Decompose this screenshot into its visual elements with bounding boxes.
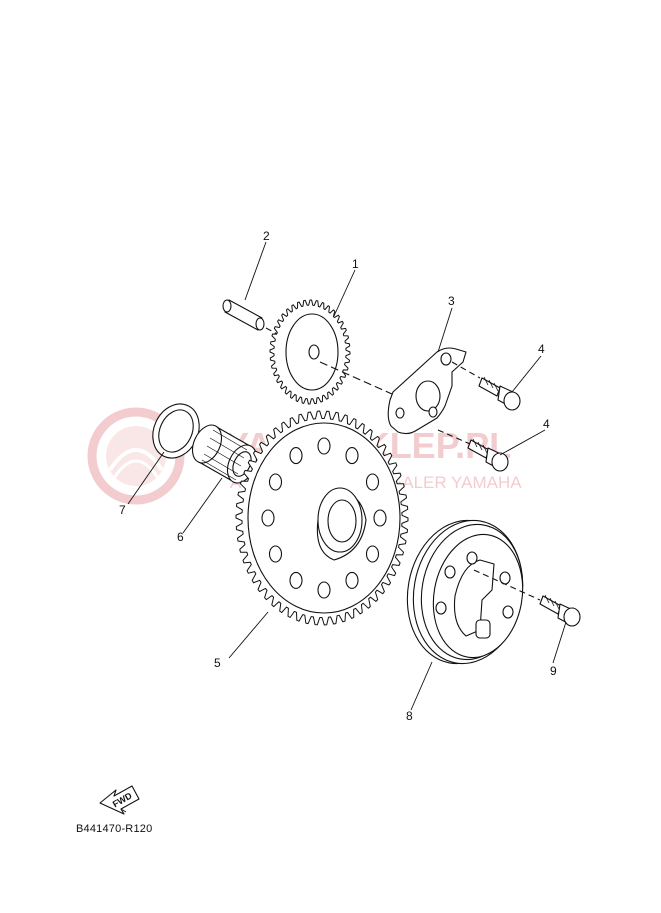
- part-2-pin: [222, 299, 282, 337]
- part-1-idler-gear: [269, 299, 393, 405]
- part-6-needle-bearing: [191, 424, 258, 484]
- gear-hole: [268, 473, 283, 491]
- gear-hole: [345, 447, 359, 465]
- gear-hole: [289, 571, 303, 589]
- diagram-code: B441470-R120: [76, 823, 153, 835]
- gear-hole: [365, 545, 380, 563]
- callout-4-lower: 4: [543, 417, 550, 431]
- gear-hole: [373, 509, 387, 527]
- gear-hole: [317, 581, 331, 599]
- callout-6: 6: [177, 530, 184, 544]
- gear-hole: [268, 545, 283, 563]
- part-4-bolt-upper: [478, 376, 521, 411]
- part-5-starter-wheel-gear: [235, 410, 409, 626]
- callout-5: 5: [214, 656, 221, 670]
- callout-9: 9: [550, 664, 557, 678]
- callout-8: 8: [406, 709, 413, 723]
- callout-7: 7: [119, 503, 126, 517]
- callout-2: 2: [263, 229, 270, 243]
- part-7-washer: [152, 403, 200, 459]
- part-3-bracket: [387, 347, 481, 445]
- gear-hole: [289, 447, 303, 465]
- part-8-one-way-clutch: [406, 519, 541, 665]
- leader-lines: [127, 241, 567, 711]
- part-9-bolt: [539, 594, 581, 627]
- part-4-bolt-lower: [467, 438, 509, 472]
- callout-3: 3: [448, 294, 455, 308]
- fwd-arrow-icon: [99, 785, 140, 815]
- callout-4-upper: 4: [538, 342, 545, 356]
- gear-hole: [317, 437, 331, 455]
- gear-hole: [345, 571, 359, 589]
- gear-hole: [365, 473, 380, 491]
- callout-1: 1: [352, 257, 359, 271]
- gear-hole: [261, 509, 275, 527]
